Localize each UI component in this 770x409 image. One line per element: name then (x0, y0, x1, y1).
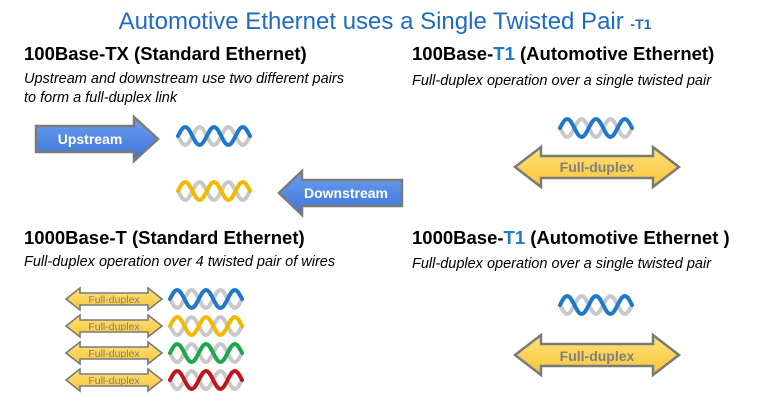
heading-1000base-t1: 1000Base-T1 (Automotive Ethernet ) (412, 227, 730, 249)
heading-pre: 100Base- (412, 43, 494, 64)
heading-t1: T1 (503, 227, 526, 248)
full-duplex-arrow-1: Full-duplex (64, 286, 164, 312)
full-duplex-arrow-2: Full-duplex (64, 313, 164, 339)
title-suffix: -T1 (630, 16, 652, 32)
desc-100base-t1: Full-duplex operation over a single twis… (412, 73, 712, 89)
desc-line-1: Upstream and downstream use two differen… (24, 71, 344, 87)
heading-1000base-t: 1000Base-T (Standard Ethernet) (24, 227, 305, 248)
upstream-label: Upstream (58, 131, 123, 147)
full-duplex-label: Full-duplex (88, 375, 140, 387)
wire-gray (168, 314, 244, 338)
wire-colored (176, 124, 252, 148)
heading-post: (Automotive Ethernet) (514, 43, 715, 64)
twisted-pair-blue (558, 116, 634, 140)
twisted-pair-yellow (168, 314, 244, 338)
upstream-arrow (34, 114, 160, 164)
downstream-label: Downstream (304, 185, 388, 201)
downstream-arrow (277, 168, 404, 218)
wire-gray (558, 293, 634, 317)
wire-gray (176, 179, 252, 203)
full-duplex-arrow-4: Full-duplex (64, 367, 164, 393)
twisted-pair-blue (176, 124, 252, 148)
twisted-pair-red (168, 368, 244, 392)
full-duplex-arrow (512, 332, 682, 378)
desc-1000base-t: Full-duplex operation over 4 twisted pai… (24, 254, 336, 270)
heading-100base-t1: 100Base-T1 (Automotive Ethernet) (412, 43, 714, 65)
full-duplex-label: Full-duplex (88, 294, 140, 306)
heading-post: (Automotive Ethernet ) (525, 227, 730, 248)
wire-gray (176, 124, 252, 148)
wire-colored (558, 293, 634, 317)
wire-colored (168, 341, 244, 365)
wire-gray (558, 116, 634, 140)
full-duplex-arrow-3: Full-duplex (64, 340, 164, 366)
heading-t1: T1 (493, 43, 515, 64)
slide-title: Automotive Ethernet uses a Single Twiste… (0, 8, 770, 36)
full-duplex-arrow (512, 144, 682, 190)
wire-gray (168, 287, 244, 311)
twisted-pair-green (168, 341, 244, 365)
heading-100base-tx: 100Base-TX (Standard Ethernet) (24, 43, 307, 64)
wire-gray (168, 341, 244, 365)
wire-colored (176, 179, 252, 203)
desc-line-2: to form a full-duplex link (24, 90, 178, 106)
twisted-pair-blue (168, 287, 244, 311)
desc-100base-tx: Upstream and downstream use two differen… (24, 70, 344, 108)
wire-colored (168, 287, 244, 311)
wire-colored (168, 314, 244, 338)
twisted-pair-blue (558, 293, 634, 317)
wire-gray (168, 368, 244, 392)
full-duplex-label: Full-duplex (560, 348, 635, 364)
heading-pre: 1000Base- (412, 227, 504, 248)
full-duplex-label: Full-duplex (560, 159, 635, 175)
full-duplex-label: Full-duplex (88, 348, 140, 360)
title-main: Automotive Ethernet uses a Single Twiste… (118, 8, 624, 35)
twisted-pair-yellow (176, 179, 252, 203)
desc-1000base-t1: Full-duplex operation over a single twis… (412, 256, 712, 272)
wire-colored (168, 368, 244, 392)
full-duplex-label: Full-duplex (88, 321, 140, 333)
wire-colored (558, 116, 634, 140)
